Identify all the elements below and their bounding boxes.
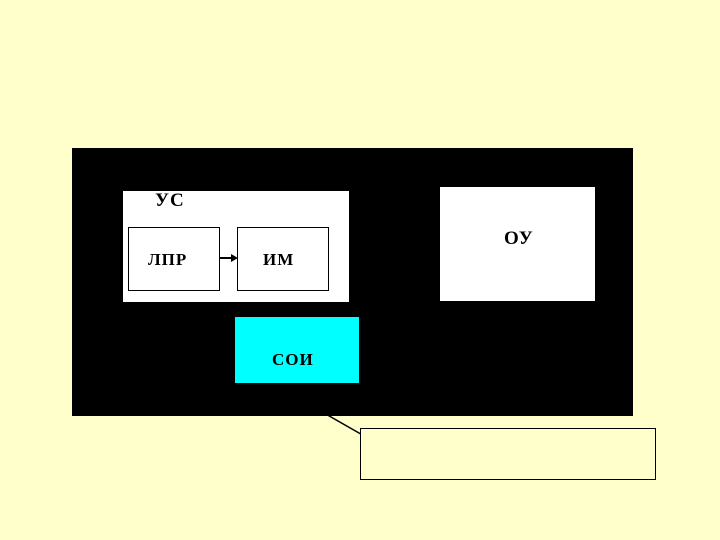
caption-box[interactable] <box>360 428 656 480</box>
block-ou[interactable] <box>439 186 596 302</box>
block-ou-label: ОУ <box>504 228 534 249</box>
block-lpr-label: ЛПР <box>148 250 188 269</box>
block-im-label: ИМ <box>263 250 295 269</box>
leader-line-soi-to-caption <box>310 405 367 438</box>
block-soi-label: СОИ <box>272 350 314 369</box>
block-lpr[interactable] <box>128 227 220 291</box>
arrow-lpr-to-im-icon <box>220 254 238 262</box>
block-us-label: УС <box>155 190 185 211</box>
block-soi[interactable] <box>234 316 360 384</box>
block-im[interactable] <box>237 227 329 291</box>
